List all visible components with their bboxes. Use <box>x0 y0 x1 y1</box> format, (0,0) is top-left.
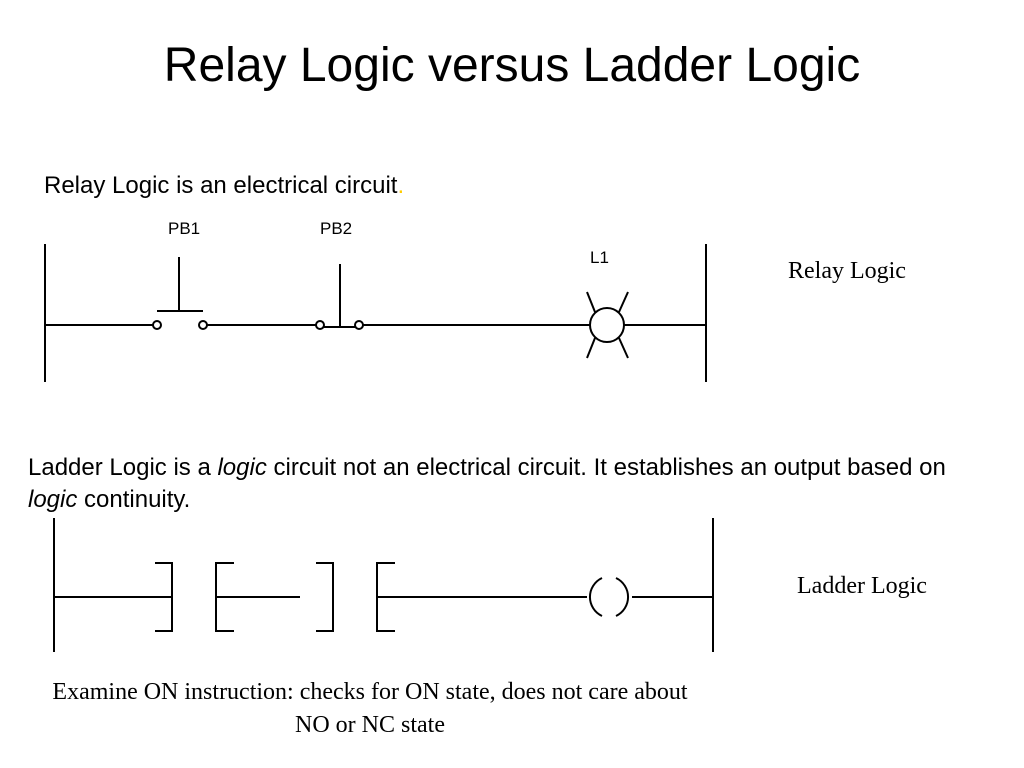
lamp-l1-symbol <box>586 291 629 359</box>
lamp-ray-lower-left <box>586 337 596 359</box>
coil-left-arc <box>589 577 603 617</box>
ladder-logic-caption: Ladder Logic <box>797 573 927 599</box>
examine-on-note: Examine ON instruction: checks for ON st… <box>52 679 688 738</box>
ladder-intro-text: Ladder Logic is a logic circuit not an e… <box>28 452 958 516</box>
output-coil <box>589 577 629 617</box>
pushbutton-pb2-symbol <box>315 264 364 330</box>
pb2-terminal-left <box>315 320 325 330</box>
pb2-label: PB2 <box>320 219 353 238</box>
pushbutton-pb1-symbol <box>152 257 208 330</box>
ladder-intro-part2: circuit not an electrical circuit. It es… <box>266 454 946 481</box>
lamp-ray-lower-right <box>618 337 629 359</box>
ladder-rung <box>53 518 714 652</box>
ladder-intro-part3: continuity. <box>77 486 191 513</box>
relay-logic-caption: Relay Logic <box>788 258 906 284</box>
pb1-terminal-right <box>198 320 208 330</box>
relay-intro-main: Relay Logic is an electrical circuit <box>44 172 398 199</box>
relay-intro-text: Relay Logic is an electrical circuit. <box>44 171 404 201</box>
ladder-intro-part1: Ladder Logic is a <box>28 454 218 481</box>
relay-circuit <box>44 244 707 382</box>
pb1-label: PB1 <box>168 219 201 238</box>
pb1-terminal-left <box>152 320 162 330</box>
relay-intro-period: . <box>397 172 405 199</box>
lamp-ray-upper-right <box>618 291 629 313</box>
contact-1-left-bracket <box>155 562 173 632</box>
lamp-bulb <box>589 307 625 343</box>
slide-title: Relay Logic versus Ladder Logic <box>163 39 861 92</box>
pb2-terminal-right <box>354 320 364 330</box>
coil-right-arc <box>615 577 629 617</box>
ladder-intro-emphasis-1: logic <box>217 454 267 481</box>
l1-label: L1 <box>590 248 609 267</box>
contact-2-left-bracket <box>316 562 334 632</box>
lamp-ray-upper-left <box>586 291 596 313</box>
ladder-intro-emphasis-2: logic <box>28 486 78 513</box>
